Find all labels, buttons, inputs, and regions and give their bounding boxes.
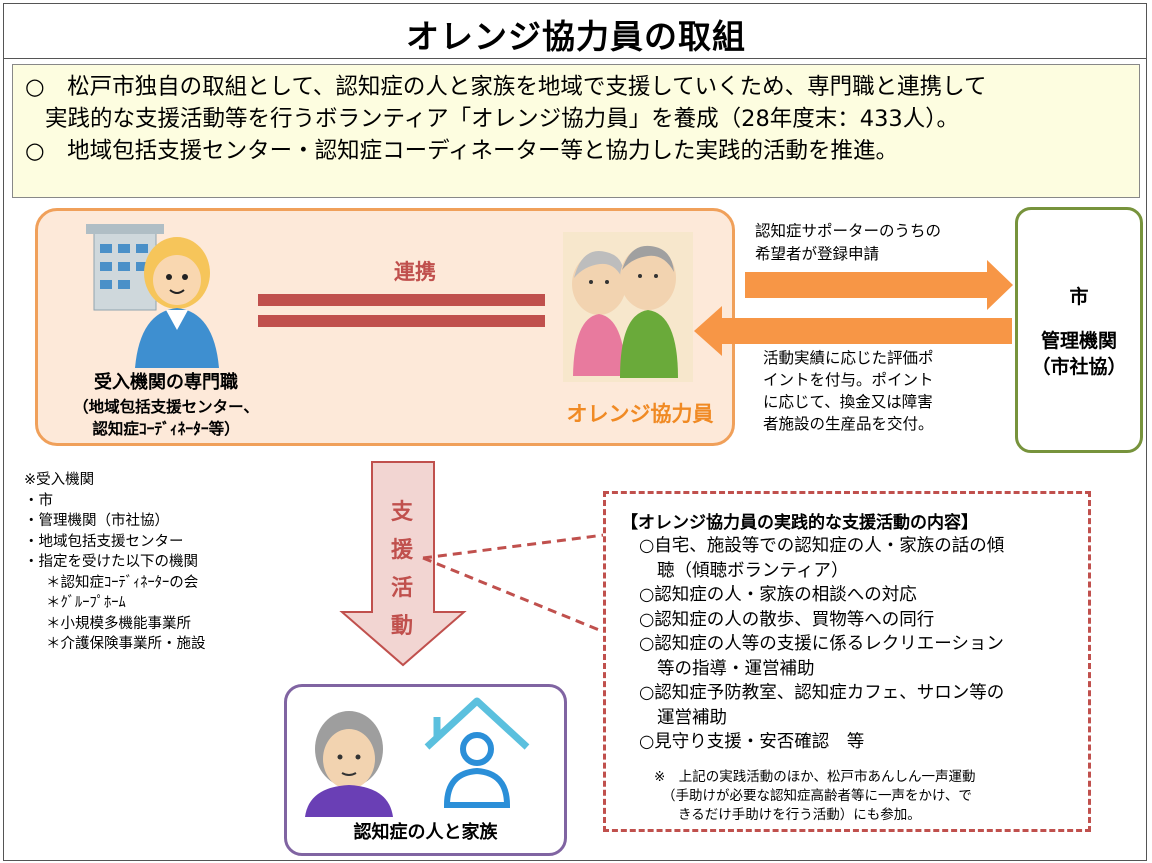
- receivers-sub-item: ＊小規模多機能事業所: [46, 615, 191, 632]
- activity-item-cont: 聴（傾聴ボランティア）: [657, 560, 849, 581]
- activity-item: ○自宅、施設等での認知症の人・家族の話の傾: [639, 536, 1005, 556]
- points-note-line-1: 活動実績に応じた評価ポ: [763, 349, 934, 367]
- activity-item: ○認知症の人・家族の相談への対応: [639, 585, 917, 605]
- activity-item: ○見守り支援・安否確認 等: [639, 732, 865, 752]
- family-box: 認知症の人と家族: [284, 684, 567, 856]
- receivers-item: ・地域包括支援センター: [24, 533, 184, 550]
- link-bar-top: [258, 294, 545, 306]
- flow-arrow-to-member: [694, 306, 1012, 356]
- professional-title: 受入機関の専門職: [94, 372, 238, 393]
- admin-name-label: 管理機関 （市社協）: [1018, 328, 1140, 380]
- page-title: オレンジ協力員の取組: [406, 17, 746, 56]
- receivers-item: ・指定を受けた以下の機関: [24, 554, 198, 570]
- link-bar-bottom: [258, 315, 545, 327]
- activity-item: ○認知症の人等の支援に係るレクリエーション: [639, 634, 1004, 654]
- receivers-sub-item: ＊介護保険事業所・施設: [46, 636, 206, 652]
- admin-name-line-2: （市社協）: [1031, 356, 1127, 378]
- professional-label: 受入機関の専門職 （地域包括支援センター、 認知症ｺｰﾃﾞｨﾈｰﾀｰ等）: [36, 370, 296, 440]
- family-graphics: [305, 697, 530, 817]
- professional-sub-1: （地域包括支援センター、: [73, 398, 259, 416]
- activities-note-line-2: （手助けが必要な認知症高齢者等に一声をかけ、で: [662, 788, 972, 804]
- admin-name-line-1: 管理機関: [1040, 330, 1117, 352]
- professional-sub-2: 認知症ｺｰﾃﾞｨﾈｰﾀｰ等）: [92, 420, 240, 438]
- receivers-sub-item: ＊ｸﾞﾙｰﾌﾟﾎｰﾑ: [46, 595, 126, 611]
- summary-line-2: 実践的な支援活動等を行うボランティア「オレンジ協力員」を養成（28年度末：433…: [45, 106, 959, 132]
- family-label: 認知症の人と家族: [353, 822, 498, 843]
- connector-line-top: [422, 533, 605, 560]
- connector-line-bottom: [422, 556, 605, 634]
- receivers-item: ・市: [24, 492, 53, 509]
- house-person-icon: [424, 697, 530, 808]
- support-activity-char: 支: [390, 500, 413, 525]
- receivers-header: ※受入機関: [24, 472, 95, 488]
- elderly-woman-icon: [305, 711, 393, 817]
- receivers-item: ・管理機関（市社協）: [24, 513, 169, 529]
- page-frame: [3, 3, 1147, 861]
- support-activity-label: 支 援 活 動: [382, 494, 422, 646]
- activities-title: 【オレンジ協力員の実践的な支援活動の内容】: [621, 513, 978, 533]
- points-note: 活動実績に応じた評価ポ イントを付与。ポイント に応じて、換金又は障害 者施設の…: [763, 347, 934, 435]
- points-note-line-2: イントを付与。ポイント: [763, 371, 934, 389]
- activities-note-line-1: ※ 上記の実践活動のほか、松戸市あんしん一声運動: [654, 769, 976, 785]
- summary-box: ○ 松戸市独自の取組として、認知症の人と家族を地域で支援していくため、専門職と連…: [12, 64, 1140, 198]
- activities-note: ※ 上記の実践活動のほか、松戸市あんしん一声運動 （手助けが必要な認知症高齢者等…: [654, 768, 1082, 825]
- support-arrow: [339, 461, 467, 667]
- activities-box: [603, 491, 1091, 832]
- activity-item: ○認知症の人の散歩、買物等への同行: [639, 609, 935, 630]
- title-divider: [3, 58, 1147, 59]
- registration-note-line-2: 希望者が登録申請: [755, 245, 880, 263]
- receivers-sub-item: ＊認知症ｺｰﾃﾞｨﾈｰﾀｰの会: [46, 574, 199, 591]
- activity-item-cont: 運営補助: [657, 707, 727, 728]
- support-activity-char: 援: [390, 538, 413, 563]
- points-note-line-3: に応じて、換金又は障害: [763, 393, 933, 411]
- renkei-label: 連携: [394, 260, 436, 284]
- points-note-line-4: 者施設の生産品を交付。: [763, 415, 934, 433]
- admin-agency-box: 市 管理機関 （市社協）: [1015, 207, 1143, 453]
- activities-list: ○自宅、施設等での認知症の人・家族の話の傾 聴（傾聴ボランティア） ○認知症の人…: [639, 534, 1004, 755]
- activity-item-cont: 等の指導・運営補助: [657, 658, 815, 679]
- orange-member-label: オレンジ協力員: [566, 402, 714, 426]
- professional-icon: [135, 237, 219, 368]
- activities-note-line-3: きるだけ手助けを行う活動）にも参加。: [678, 807, 921, 823]
- support-activity-char: 動: [390, 614, 413, 639]
- support-activity-char: 活: [390, 576, 413, 601]
- activity-item: ○認知症予防教室、認知症カフェ、サロン等の: [639, 683, 1005, 703]
- registration-note: 認知症サポーターのうちの 希望者が登録申請: [755, 220, 941, 266]
- receiving-agencies-list: ※受入機関 ・市 ・管理機関（市社協） ・地域包括支援センター ・指定を受けた以…: [24, 470, 206, 655]
- elderly-couple-icon: [563, 232, 693, 382]
- summary-line-3: ○ 地域包括支援センター・認知症コーディネーター等と協力した実践的活動を推進。: [25, 138, 899, 164]
- summary-line-1: ○ 松戸市独自の取組として、認知症の人と家族を地域で支援していくため、専門職と連…: [25, 74, 987, 100]
- registration-note-line-1: 認知症サポーターのうちの: [755, 222, 942, 240]
- admin-city-label: 市: [1069, 286, 1089, 308]
- flow-arrow-to-admin: [745, 260, 1013, 310]
